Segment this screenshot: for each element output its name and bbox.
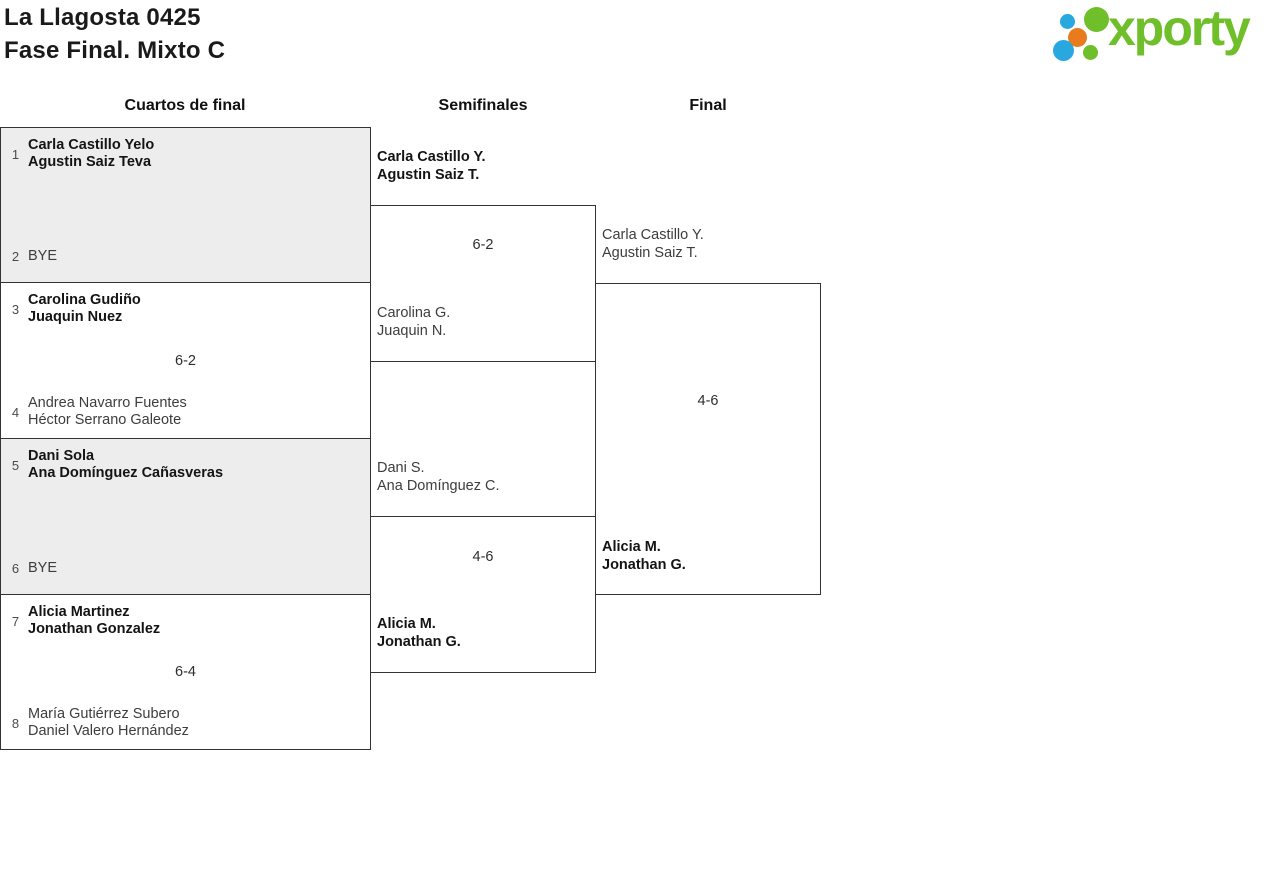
round-header-semifinals: Semifinales: [438, 97, 528, 114]
player-name: Daniel Valero Hernández: [28, 723, 189, 739]
logo-dot-orange-icon: [1068, 28, 1087, 47]
semifinal-2-team-top: Dani S. Ana Domínguez C.: [377, 459, 500, 495]
team-slot-seed-4: 4 Andrea Navarro Fuentes Héctor Serrano …: [9, 395, 360, 429]
player-name: Agustin Saiz T.: [377, 167, 480, 183]
semifinal-2-score: 4-6: [472, 549, 494, 565]
seed-number: 4: [11, 404, 20, 420]
logo-dot-blue-small-icon: [1060, 14, 1075, 29]
player-name: Alicia M.: [377, 616, 436, 632]
xporty-logo[interactable]: xporty: [1048, 0, 1280, 72]
final-match-box: [595, 283, 821, 595]
team-slot-seed-7: 7 Alicia Martinez Jonathan Gonzalez: [9, 604, 360, 638]
team-names: Alicia Martinez Jonathan Gonzalez: [28, 604, 160, 638]
player-name: Agustin Saiz T.: [602, 245, 698, 261]
player-name: BYE: [28, 559, 58, 576]
semifinal-1-team-bottom: Carolina G. Juaquin N.: [377, 304, 450, 340]
team-names: Andrea Navarro Fuentes Héctor Serrano Ga…: [28, 395, 187, 429]
round-header-quarterfinals: Cuartos de final: [124, 97, 246, 114]
quarterfinal-match-4: 7 Alicia Martinez Jonathan Gonzalez 6-4 …: [0, 594, 371, 750]
player-name: Alicia Martinez: [28, 604, 130, 620]
team-slot-seed-1: 1 Carla Castillo Yelo Agustin Saiz Teva: [9, 137, 360, 171]
team-slot-seed-6: 6 BYE: [9, 551, 360, 585]
player-name: Ana Domínguez C.: [377, 478, 500, 494]
team-slot-seed-8: 8 María Gutiérrez Subero Daniel Valero H…: [9, 706, 360, 740]
semifinal-1-score: 6-2: [472, 237, 494, 253]
player-name: Alicia M.: [602, 539, 661, 555]
team-names: Carla Castillo Yelo Agustin Saiz Teva: [28, 137, 154, 171]
player-name: Carla Castillo Y.: [377, 149, 486, 165]
final-team-bottom: Alicia M. Jonathan G.: [602, 538, 686, 574]
team-names: Dani Sola Ana Domínguez Cañasveras: [28, 448, 223, 482]
logo-dot-green-small-icon: [1083, 45, 1098, 60]
player-name: Andrea Navarro Fuentes: [28, 395, 187, 411]
team-names: BYE: [28, 551, 57, 585]
logo-dot-blue-large-icon: [1053, 40, 1074, 61]
player-name: Dani S.: [377, 460, 425, 476]
team-names: María Gutiérrez Subero Daniel Valero Her…: [28, 706, 189, 740]
player-name: Carolina G.: [377, 305, 451, 321]
seed-number: 2: [11, 248, 20, 264]
player-name: María Gutiérrez Subero: [28, 706, 180, 722]
player-name: Juaquin N.: [377, 323, 447, 339]
player-name: Jonathan Gonzalez: [28, 621, 161, 637]
player-name: Agustin Saiz Teva: [28, 154, 152, 170]
team-slot-seed-2: 2 BYE: [9, 239, 360, 273]
semifinal-2-team-bottom: Alicia M. Jonathan G.: [377, 615, 461, 651]
seed-number: 1: [11, 146, 20, 162]
team-slot-seed-5: 5 Dani Sola Ana Domínguez Cañasveras: [9, 448, 360, 482]
quarterfinal-match-1: 1 Carla Castillo Yelo Agustin Saiz Teva …: [0, 127, 371, 283]
match-score: 6-4: [175, 664, 196, 680]
page-title: La Llagosta 0425 Fase Final. Mixto C: [4, 1, 225, 67]
seed-number: 6: [11, 560, 20, 576]
match-score: 6-2: [175, 352, 196, 369]
player-name: Héctor Serrano Galeote: [28, 412, 182, 428]
player-name: Ana Domínguez Cañasveras: [28, 465, 224, 481]
seed-number: 3: [11, 301, 20, 317]
phase-name: Fase Final. Mixto C: [4, 37, 226, 64]
seed-number: 7: [11, 613, 20, 629]
seed-number: 8: [11, 715, 20, 731]
player-name: Jonathan G.: [602, 557, 686, 573]
logo-text: xporty: [1108, 0, 1251, 56]
final-score: 4-6: [697, 393, 719, 409]
semifinal-1-team-top: Carla Castillo Y. Agustin Saiz T.: [377, 148, 486, 184]
team-names: Carolina Gudiño Juaquin Nuez: [28, 292, 141, 326]
round-header-final: Final: [689, 97, 727, 114]
player-name: Jonathan G.: [377, 634, 461, 650]
player-name: Juaquin Nuez: [28, 309, 123, 325]
player-name: Carolina Gudiño: [28, 292, 141, 308]
logo-dot-green-large-icon: [1084, 7, 1109, 32]
final-team-top: Carla Castillo Y. Agustin Saiz T.: [602, 226, 704, 262]
player-name: Carla Castillo Y.: [602, 227, 704, 243]
player-name: BYE: [28, 247, 58, 264]
player-name: Dani Sola: [28, 448, 95, 464]
quarterfinal-match-3: 5 Dani Sola Ana Domínguez Cañasveras 6 B…: [0, 438, 371, 595]
seed-number: 5: [11, 457, 20, 473]
team-names: BYE: [28, 239, 57, 273]
tournament-name: La Llagosta 0425: [4, 4, 201, 31]
team-slot-seed-3: 3 Carolina Gudiño Juaquin Nuez: [9, 292, 360, 326]
player-name: Carla Castillo Yelo: [28, 137, 155, 153]
quarterfinal-match-2: 3 Carolina Gudiño Juaquin Nuez 6-2 4 And…: [0, 282, 371, 439]
